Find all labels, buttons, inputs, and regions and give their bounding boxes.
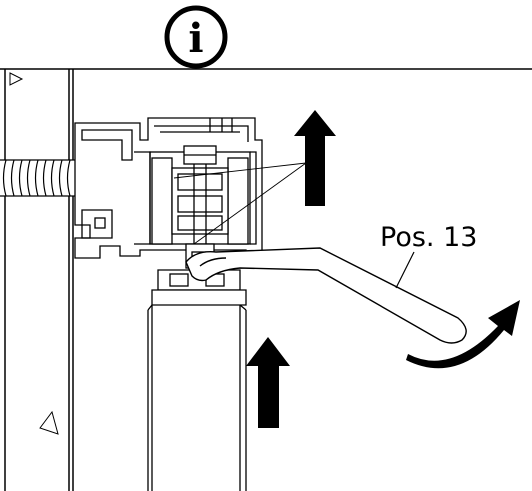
info-symbol: i [188, 15, 203, 62]
info-icon: i [164, 5, 228, 69]
arrow-up-icon [246, 337, 290, 428]
frame-outline [0, 68, 532, 491]
curved-rotate-arrow-icon [406, 300, 520, 369]
leader-lines [173, 162, 307, 245]
door-panel [147, 269, 247, 491]
triangle-marker-icon [39, 410, 59, 435]
triangle-marker-icon [9, 72, 24, 86]
callout-label: Pos. 13 [380, 222, 477, 253]
roller-carriage [149, 145, 251, 269]
lever-pos-13 [185, 247, 467, 344]
callout-leader [395, 251, 415, 289]
arrow-up-icon [294, 110, 336, 206]
